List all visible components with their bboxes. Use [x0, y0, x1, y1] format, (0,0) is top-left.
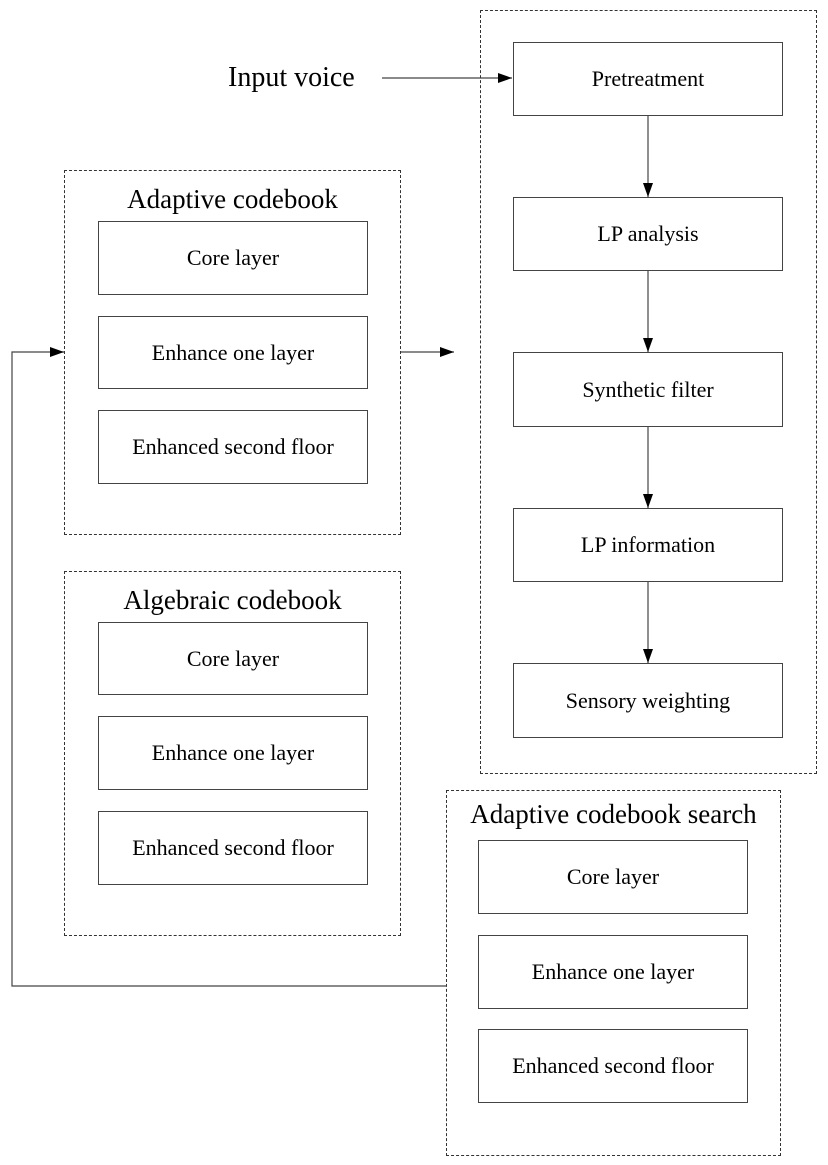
search-enhance-one-layer-box: Enhance one layer [478, 935, 748, 1009]
search-enhanced-second-floor-box: Enhanced second floor [478, 1029, 748, 1103]
processing-pipeline-group [480, 10, 817, 774]
synthetic-filter-box: Synthetic filter [513, 352, 783, 427]
lp-analysis-box: LP analysis [513, 197, 783, 271]
sensory-weighting-box: Sensory weighting [513, 663, 783, 738]
adaptive-codebook-search-title: Adaptive codebook search [470, 799, 757, 829]
adaptive-enhanced-second-floor-box: Enhanced second floor [98, 410, 368, 484]
algebraic-codebook-title: Algebraic codebook [123, 585, 342, 615]
search-core-layer-box: Core layer [478, 840, 748, 914]
adaptive-core-layer-box: Core layer [98, 221, 368, 295]
algebraic-enhanced-second-floor-box: Enhanced second floor [98, 811, 368, 885]
adaptive-enhance-one-layer-box: Enhance one layer [98, 316, 368, 389]
adaptive-codebook-search-group: Adaptive codebook search [446, 790, 781, 1156]
adaptive-codebook-title: Adaptive codebook [127, 184, 338, 214]
adaptive-codebook-group: Adaptive codebook [64, 170, 401, 535]
input-voice-label: Input voice [228, 62, 355, 93]
algebraic-enhance-one-layer-box: Enhance one layer [98, 716, 368, 790]
algebraic-core-layer-box: Core layer [98, 622, 368, 695]
pretreatment-box: Pretreatment [513, 42, 783, 116]
algebraic-codebook-group: Algebraic codebook [64, 571, 401, 936]
lp-information-box: LP information [513, 508, 783, 582]
feedback-loop-arrow [11, 347, 446, 987]
